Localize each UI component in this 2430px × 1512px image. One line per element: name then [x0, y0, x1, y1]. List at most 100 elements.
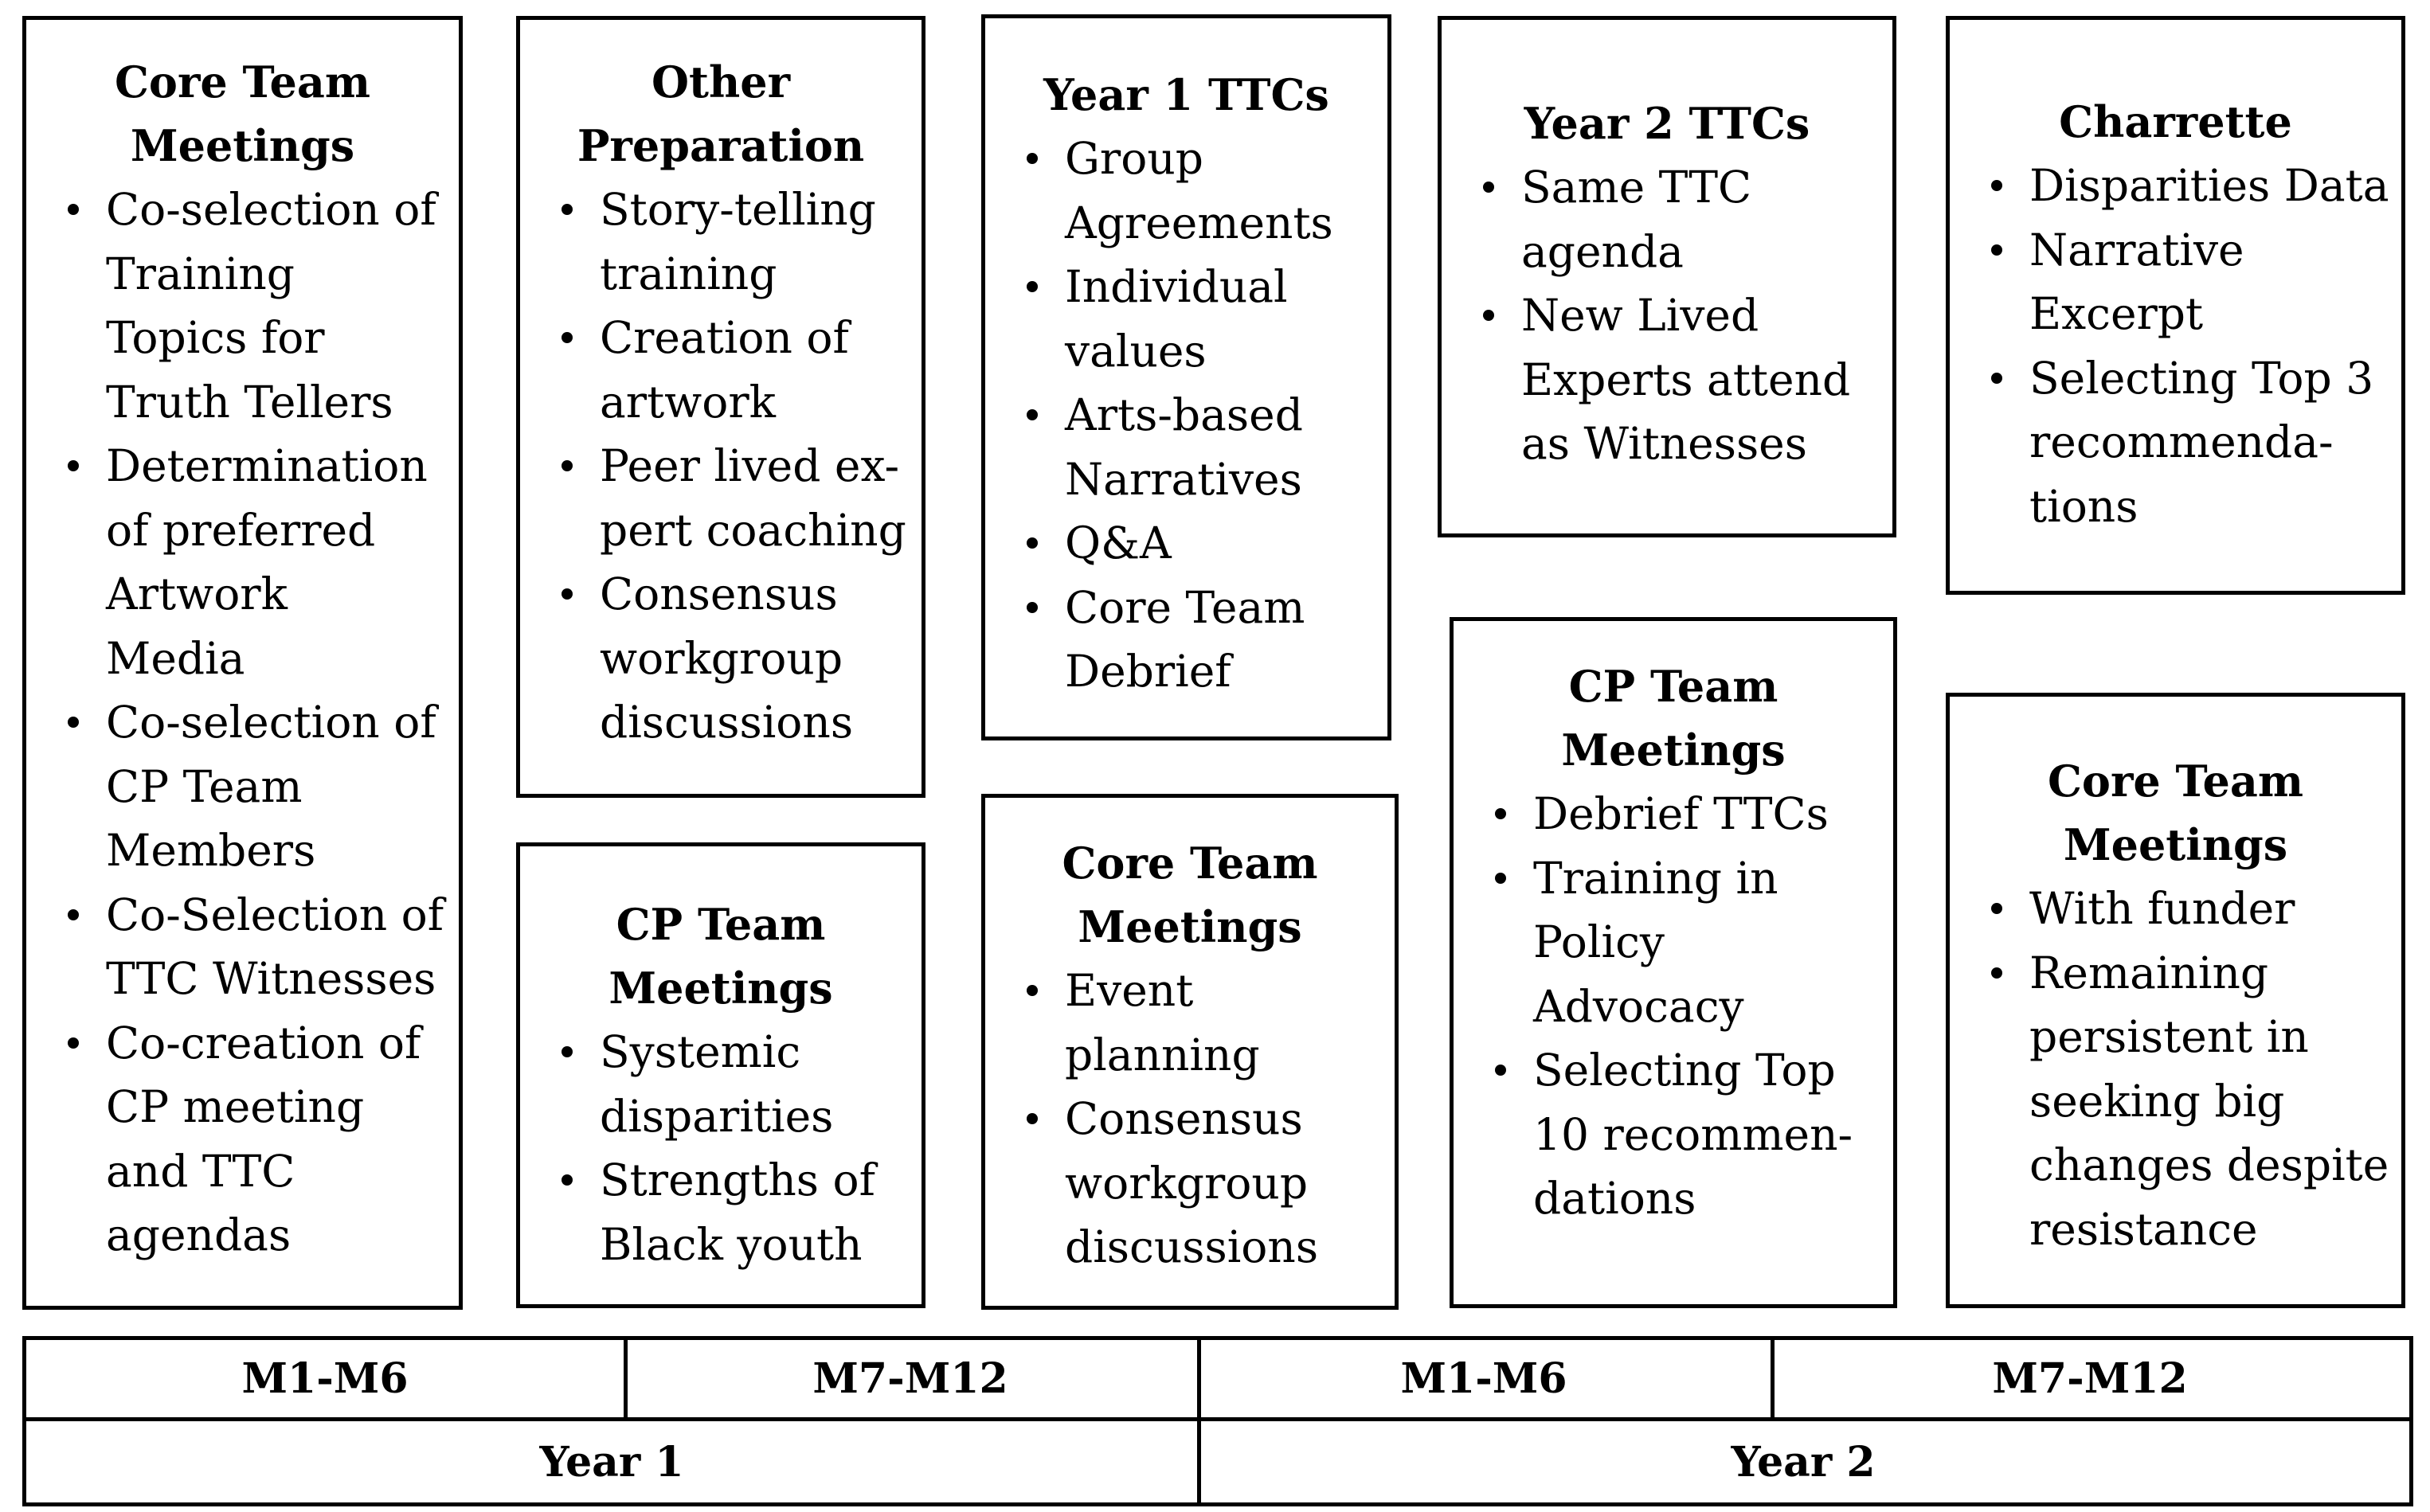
- bullet-item-line: Remaining: [2029, 947, 2269, 998]
- bullet-item-line: Selecting Top: [1533, 1045, 1836, 1096]
- bullet-item-line: Narratives: [1065, 453, 1302, 505]
- bullet-item-line: Strengths of: [600, 1155, 875, 1205]
- bullet-item-line: as Witnesses: [1521, 418, 1807, 469]
- box-title-line: Core Team: [114, 57, 371, 107]
- timeline-year-cell: Year 1: [26, 1421, 1201, 1502]
- timeline-period-cell: M7-M12: [1771, 1340, 2409, 1421]
- bullet-item-line: dations: [1533, 1173, 1696, 1224]
- bullet-item-line: Peer lived ex-: [600, 440, 900, 491]
- bullet-item-line: Co-Selection of: [106, 889, 444, 940]
- timeline-period-cell: M1-M6: [26, 1340, 628, 1421]
- bullet-item: Q&A: [985, 511, 1387, 576]
- bullet-item-line: Narrative: [2029, 224, 2244, 275]
- bullet-item-line: workgroup: [1065, 1157, 1309, 1209]
- box-title-line: Meetings: [608, 963, 833, 1014]
- box-title-line: CP Team: [616, 899, 826, 950]
- bullet-item-line: Advocacy: [1533, 980, 1744, 1032]
- bullet-item-line: Event: [1065, 965, 1194, 1016]
- bullet-item: Co-Selection of TTC Witnesses: [26, 883, 459, 1011]
- bullet-item-line: Experts attend: [1521, 354, 1851, 405]
- bullet-item-line: Disparities Data: [2029, 160, 2389, 211]
- bullet-item-line: Excerpt: [2029, 288, 2204, 339]
- bullet-item-line: Consensus: [1065, 1093, 1303, 1144]
- box-title-line: Meetings: [1561, 725, 1786, 776]
- bullet-item-line: Truth Tellers: [106, 376, 393, 428]
- bullet-item-line: persistent in: [2029, 1011, 2309, 1062]
- bullet-item: Story-telling training: [520, 178, 922, 306]
- bullet-item-line: Arts-based: [1065, 389, 1303, 440]
- bullet-item: Selecting Top 10 recommen-dations: [1454, 1038, 1893, 1231]
- bullet-item-line: workgroup: [600, 632, 843, 684]
- box-title-line: Core Team: [2047, 756, 2304, 807]
- bullet-item-line: Co-selection of: [106, 184, 436, 235]
- bullet-item-line: Debrief TTCs: [1533, 788, 1829, 839]
- bullet-item-line: Debrief: [1065, 646, 1231, 697]
- box-title-line: Preparation: [577, 120, 865, 171]
- timeline-period-cell: M7-M12: [624, 1340, 1201, 1421]
- bullet-item: Creation of artwork: [520, 306, 922, 434]
- box-title-line: Other: [651, 57, 791, 107]
- bullet-item-line: Story-telling: [600, 184, 876, 235]
- bullet-item-line: Co-creation of: [106, 1017, 421, 1069]
- bullet-item-line: Agreements: [1065, 197, 1333, 248]
- bullet-item-line: values: [1065, 325, 1207, 377]
- bullet-item-line: pert coaching: [600, 504, 906, 556]
- bullet-item-line: 10 recommen-: [1533, 1108, 1853, 1160]
- bullet-item-line: tions: [2029, 480, 2138, 532]
- bullet-item-line: TTC Witnesses: [106, 953, 436, 1004]
- timeline-year-cell: Year 2: [1731, 1437, 1876, 1487]
- bullet-item-line: agendas: [106, 1209, 292, 1260]
- bullet-item-line: discussions: [600, 697, 854, 748]
- bullet-item-line: planning: [1065, 1029, 1260, 1080]
- bullet-item-line: Individual: [1065, 261, 1288, 312]
- bullet-item-line: training: [600, 248, 777, 299]
- bullet-item-line: Training: [106, 248, 295, 299]
- bullet-item-line: seeking big: [2029, 1075, 2285, 1127]
- box-title-line: Year 1 TTCs: [1043, 69, 1329, 120]
- bullet-item: Event planning: [985, 959, 1395, 1087]
- timeline-period-cell: M1-M6: [1197, 1340, 1775, 1421]
- box-title-line: Core Team: [1062, 838, 1318, 889]
- bullet-item-line: Black youth: [600, 1218, 863, 1270]
- bullet-item: Individual values: [985, 255, 1387, 383]
- bullet-item-line: Policy: [1533, 916, 1665, 967]
- bullet-item-line: CP meeting: [106, 1081, 365, 1132]
- bullet-item-line: Same TTC: [1521, 162, 1752, 213]
- bullet-item-line: Systemic: [600, 1026, 801, 1077]
- bullet-item-line: Creation of: [600, 312, 849, 363]
- bullet-item: Strengths of Black youth: [520, 1148, 922, 1276]
- bullet-item-line: Core Team: [1065, 581, 1305, 633]
- bullet-item-line: artwork: [600, 376, 776, 428]
- box-title-line: Meetings: [130, 120, 355, 171]
- box-title: Year 1 TTCs: [985, 63, 1387, 127]
